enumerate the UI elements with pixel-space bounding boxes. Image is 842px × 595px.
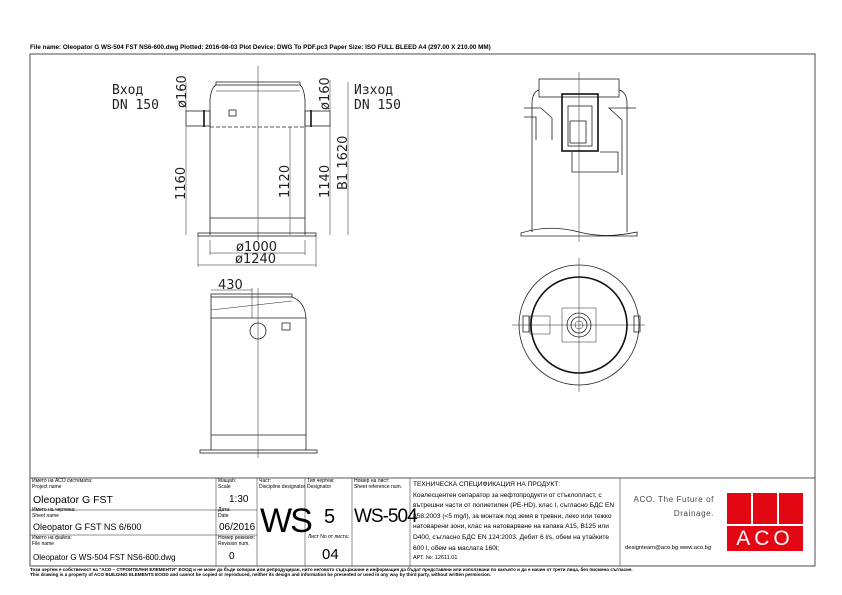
section-view <box>520 72 638 242</box>
spec-title: ТЕХНИЧЕСКА СПЕЦИФИКАЦИЯ НА ПРОДУКТ: <box>413 481 561 488</box>
plan-view <box>512 258 645 392</box>
revision-caption: Номер ревизия:Revision num. <box>218 535 255 547</box>
sheet-frame <box>29 53 816 567</box>
sheet-ref-value: WS-504 <box>354 506 418 527</box>
inlet-pipe <box>185 110 211 127</box>
contacts: designteam@aco.bg www.aco.bg <box>625 545 712 551</box>
date-caption: Дата:Date <box>218 507 231 519</box>
revision-value: 0 <box>229 551 235 562</box>
dim-d1240: ø1240 <box>235 252 276 267</box>
spec-text: Коалесцентен сепаратор за нефтопродукти … <box>413 491 615 552</box>
logo-text: ACO <box>736 527 794 550</box>
outlet-dn: DN 150 <box>354 98 401 113</box>
dim-1140: 1140 <box>318 165 333 198</box>
project-caption: Името на АСО системата:Project name <box>32 478 93 490</box>
dim-total-height: B1 1620 <box>336 136 351 190</box>
ref-caption: Номер на лист:Sheet reference num. <box>354 478 403 490</box>
copyright-notice: Този чертеж е собственост на "АСО – СТРО… <box>30 567 633 578</box>
dim-1160: 1160 <box>174 167 189 200</box>
outlet-label: Изход <box>354 83 393 98</box>
sheet-caption: Името на чертежа:Sheet name <box>32 507 76 519</box>
aco-logo: ACO <box>727 493 803 551</box>
sheet-name: Oleopator G FST NS 6/600 <box>33 522 142 532</box>
discipline-caption: Част:Discipline designator <box>259 478 306 490</box>
dim-d1000: ø1000 <box>236 240 277 255</box>
base-flange <box>197 232 317 237</box>
scale-value: 1:30 <box>229 494 249 505</box>
type-caption: Тип чертеж:Designator <box>307 478 335 490</box>
date-value: 06/2016 <box>219 522 256 533</box>
front-view: Вход DN 150 Изход DN 150 ø160 ø160 1160 … <box>112 66 401 267</box>
discipline-value: WS <box>260 502 313 540</box>
scale-caption: Мащаб:Scale <box>218 478 237 490</box>
inlet-dn: DN 150 <box>112 98 159 113</box>
outlet-pipe <box>304 110 331 127</box>
sheet-no-value: 04 <box>322 546 339 563</box>
dim-1120: 1120 <box>278 165 293 198</box>
inlet-label: Вход <box>112 83 143 98</box>
product-specification: ТЕХНИЧЕСКА СПЕЦИФИКАЦИЯ НА ПРОДУКТ: Коал… <box>413 480 621 563</box>
pipe-section <box>249 322 267 340</box>
side-view: 430 <box>199 278 318 458</box>
file-info-header: File name: Oleopator G WS-504 FST NS6-60… <box>30 44 491 51</box>
type-value: 5 <box>324 506 336 528</box>
project-name: Oleopator G FST <box>33 494 113 506</box>
file-caption: Името на файла:File name <box>32 535 72 547</box>
dim-inlet-dia: ø160 <box>175 75 190 108</box>
dim-outlet-dia: ø160 <box>318 77 333 110</box>
dim-430: 430 <box>218 278 243 293</box>
file-name: Oleopator G WS-504 FST NS6-600.dwg <box>33 553 176 562</box>
sheet-no-caption: Лист No от листа: <box>308 534 349 540</box>
title-block-grid <box>30 477 815 566</box>
article-number: АРТ. №: 12611.01 <box>413 555 458 562</box>
label-plate <box>228 109 237 117</box>
